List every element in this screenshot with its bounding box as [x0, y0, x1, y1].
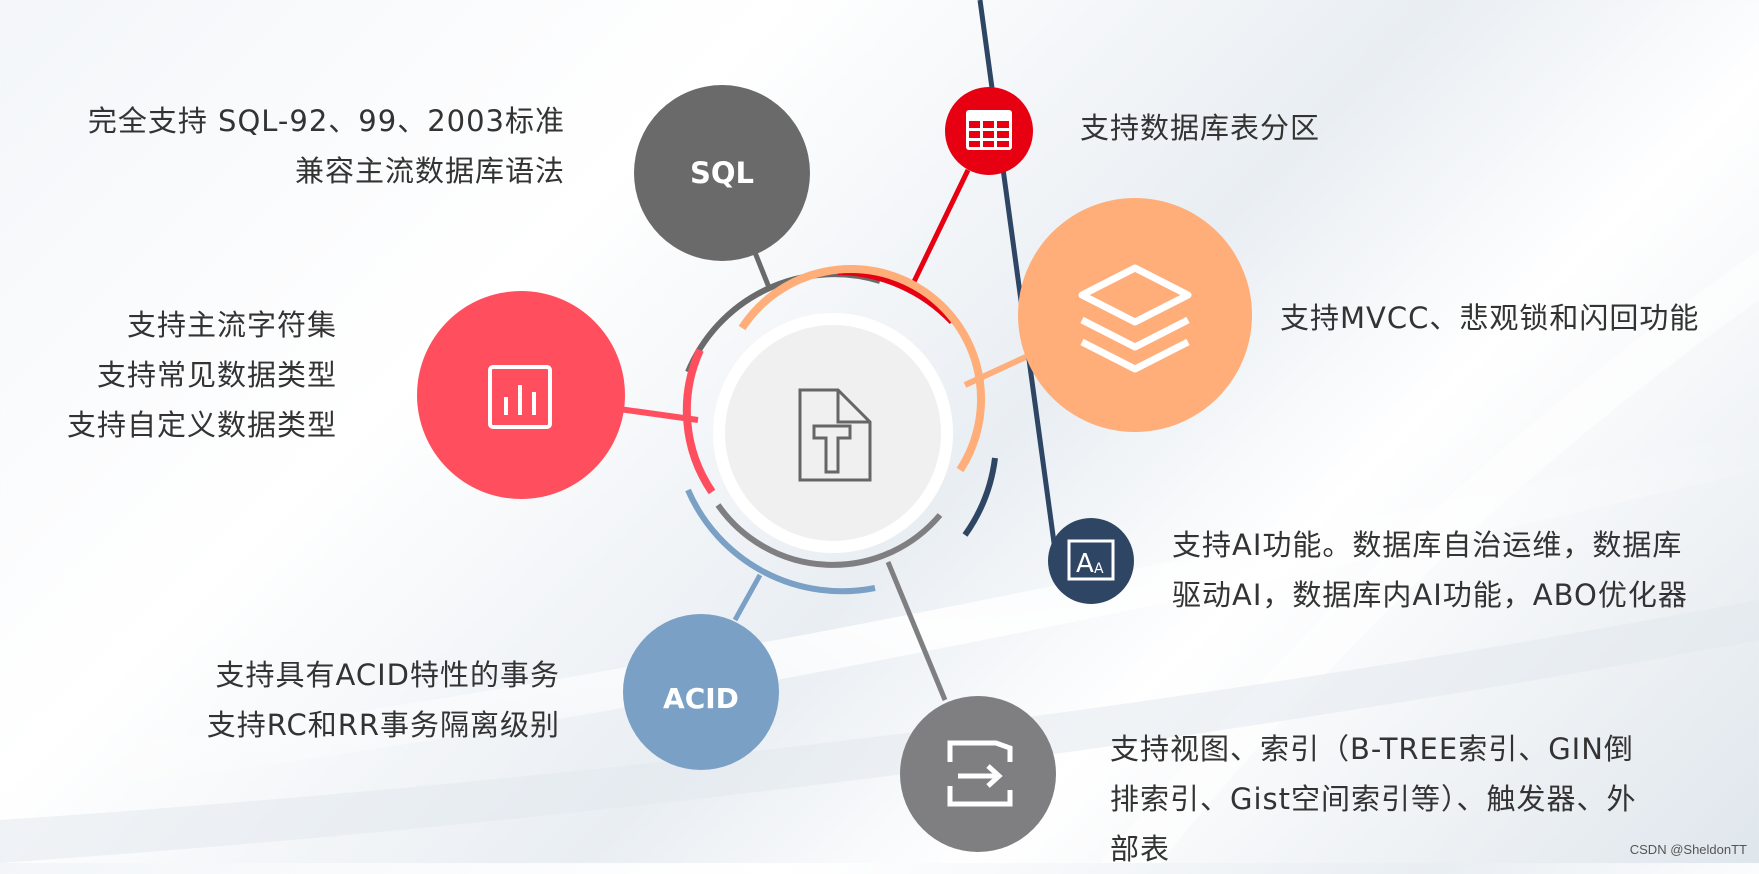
charset-line-1: 支持主流字符集	[126, 308, 337, 342]
index-connector	[885, 561, 948, 701]
ai-line-1: 支持AI功能。数据库自治运维，数据库	[1172, 528, 1683, 562]
index-line-3: 部表	[1110, 832, 1171, 866]
index-line-1: 支持视图、索引（B-TREE索引、GIN倒	[1110, 732, 1634, 766]
acid-line-2: 支持RC和RR事务隔离级别	[206, 708, 560, 742]
acid-arc	[685, 488, 876, 595]
center-disc	[725, 325, 941, 541]
mvcc-description: 支持MVCC、悲观锁和闪回功能	[1280, 293, 1699, 343]
bar-chart-icon	[488, 365, 552, 429]
acid-connector	[732, 573, 763, 622]
charset-line-3: 支持自定义数据类型	[66, 408, 337, 442]
charset-description: 支持主流字符集 支持常见数据类型 支持自定义数据类型	[40, 300, 337, 450]
font-icon: A A	[1067, 539, 1115, 581]
partition-line-1: 支持数据库表分区	[1080, 111, 1321, 145]
svg-text:A: A	[1076, 549, 1094, 579]
ai-description: 支持AI功能。数据库自治运维，数据库 驱动AI，数据库内AI功能，ABO优化器	[1172, 520, 1688, 620]
sql-line-1: 完全支持 SQL-92、99、2003标准	[87, 104, 565, 138]
acid-description: 支持具有ACID特性的事务 支持RC和RR事务隔离级别	[150, 650, 560, 750]
mvcc-line-1: 支持MVCC、悲观锁和闪回功能	[1280, 301, 1700, 335]
partition-description: 支持数据库表分区	[1080, 103, 1320, 153]
mvcc-node	[1018, 198, 1252, 432]
sql-node-label: SQL	[690, 156, 754, 190]
charset-arc	[682, 348, 716, 495]
watermark: CSDN @SheldonTT	[1629, 842, 1747, 857]
sql-line-2: 兼容主流数据库语法	[294, 154, 565, 188]
mvcc-arc	[738, 264, 986, 473]
svg-text:A: A	[1094, 561, 1104, 577]
document-t-icon	[798, 388, 872, 482]
layers-icon	[1078, 264, 1192, 373]
table-icon	[966, 110, 1012, 150]
index-line-2: 排索引、Gist空间索引等）、触发器、外	[1110, 782, 1637, 816]
ai-arc	[962, 457, 998, 537]
index-arc	[715, 503, 943, 568]
acid-line-1: 支持具有ACID特性的事务	[215, 658, 560, 692]
sql-node	[634, 85, 810, 261]
partition-connector	[907, 168, 971, 292]
export-icon	[947, 740, 1013, 807]
charset-line-2: 支持常见数据类型	[96, 358, 337, 392]
ai-line-2: 驱动AI，数据库内AI功能，ABO优化器	[1172, 578, 1688, 612]
acid-node	[623, 614, 779, 770]
acid-node-label: ACID	[663, 682, 739, 715]
index-description: 支持视图、索引（B-TREE索引、GIN倒 排索引、Gist空间索引等）、触发器…	[1110, 724, 1637, 874]
sql-description: 完全支持 SQL-92、99、2003标准 兼容主流数据库语法	[60, 96, 565, 196]
